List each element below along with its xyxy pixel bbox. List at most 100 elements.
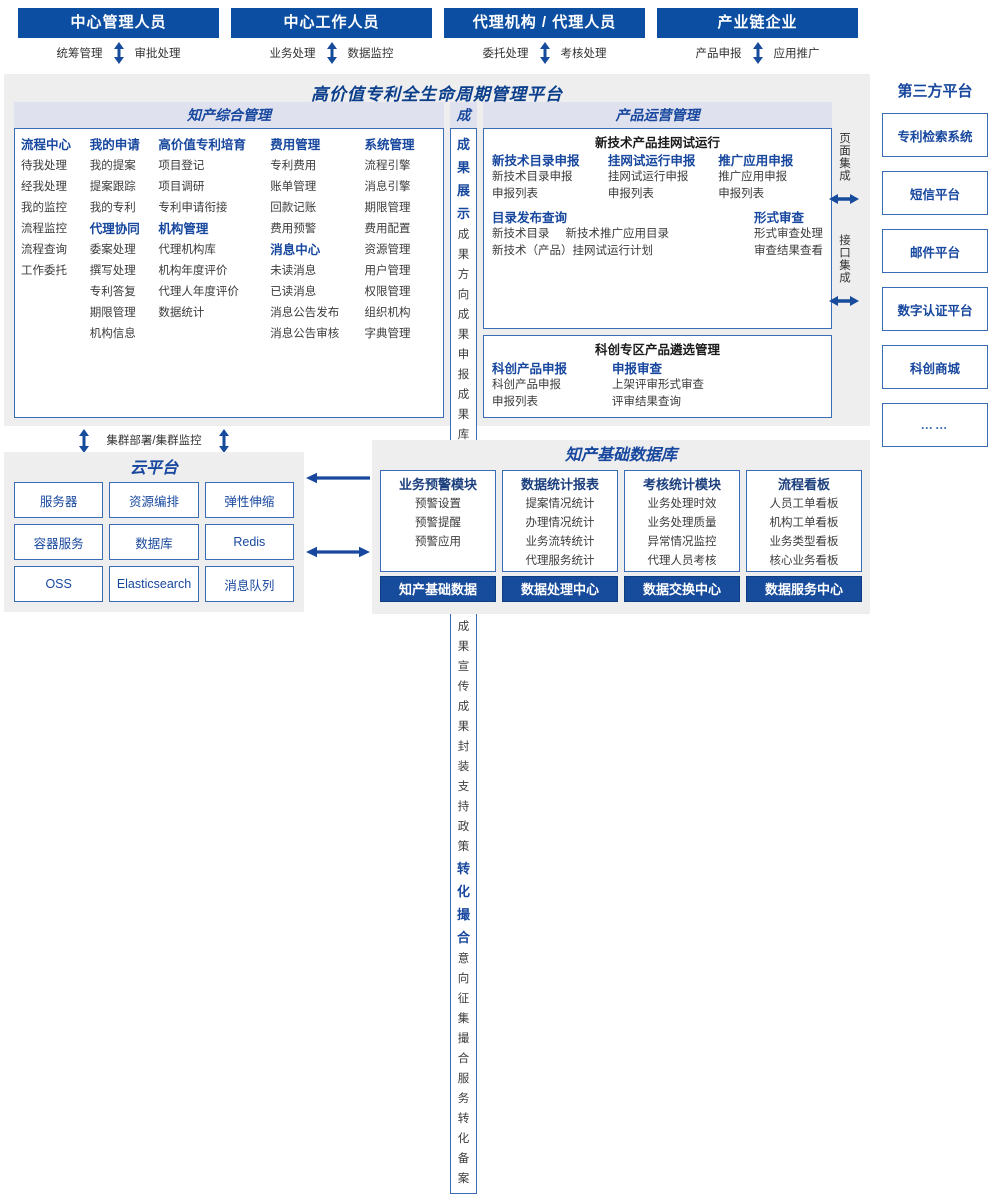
menu-item[interactable]: 申报列表: [718, 188, 765, 200]
group-header[interactable]: 机构管理: [158, 222, 209, 236]
menu-item[interactable]: 已读消息: [270, 286, 317, 298]
db-item[interactable]: 办理情况统计: [525, 517, 595, 529]
menu-item[interactable]: 流程引擎: [364, 160, 411, 172]
cloud-cell-message-queue[interactable]: 消息队列: [204, 566, 294, 602]
third-party-item-more[interactable]: ……: [882, 403, 988, 447]
group-header[interactable]: 系统管理: [364, 138, 415, 152]
menu-item[interactable]: 代理机构库: [158, 244, 216, 256]
db-footer-exchange-center[interactable]: 数据交换中心: [624, 576, 740, 602]
menu-item[interactable]: 成果库: [457, 389, 470, 441]
menu-item[interactable]: 评审结果查询: [612, 396, 682, 408]
group-header[interactable]: 成果展示: [457, 137, 471, 221]
group-header[interactable]: 流程中心: [21, 138, 72, 152]
menu-item[interactable]: 成果申报: [457, 309, 470, 381]
group-header[interactable]: 消息中心: [270, 243, 321, 257]
menu-item[interactable]: 推广应用申报: [718, 171, 788, 183]
menu-item[interactable]: 申报列表: [492, 188, 539, 200]
group-header[interactable]: 目录发布查询: [492, 211, 568, 225]
menu-item[interactable]: 新技术（产品）挂网试运行计划: [492, 245, 654, 257]
group-header[interactable]: 新技术目录申报: [492, 154, 580, 168]
db-item[interactable]: 核心业务看板: [769, 555, 839, 567]
cloud-cell-container-service[interactable]: 容器服务: [14, 524, 104, 560]
group-header[interactable]: 推广应用申报: [718, 154, 794, 168]
db-item[interactable]: 代理人员考核: [647, 555, 717, 567]
group-header[interactable]: 挂网试运行申报: [607, 154, 696, 168]
menu-item[interactable]: 流程监控: [21, 223, 67, 235]
group-header[interactable]: 申报审查: [612, 362, 663, 376]
menu-item[interactable]: 期限管理: [89, 307, 136, 319]
menu-item[interactable]: 成果封装: [457, 701, 470, 773]
db-item[interactable]: 预警应用: [415, 536, 461, 548]
menu-item[interactable]: 我的专利: [89, 202, 136, 214]
menu-item[interactable]: 提案跟踪: [89, 181, 136, 193]
cloud-cell-oss[interactable]: OSS: [14, 566, 104, 602]
menu-item[interactable]: 工作委托: [21, 265, 67, 277]
menu-item[interactable]: 专利费用: [270, 160, 317, 172]
cloud-cell-elasticsearch[interactable]: Elasticsearch: [109, 566, 199, 602]
menu-item[interactable]: 流程查询: [21, 244, 67, 256]
menu-item[interactable]: 新技术目录: [492, 228, 550, 240]
menu-item[interactable]: 形式审查处理: [754, 228, 824, 240]
menu-item[interactable]: 资源管理: [364, 244, 411, 256]
db-item[interactable]: 业务流转统计: [525, 536, 595, 548]
menu-item[interactable]: 新技术目录申报: [492, 171, 573, 183]
menu-item[interactable]: 未读消息: [270, 265, 317, 277]
third-party-item-patent-search[interactable]: 专利检索系统: [882, 113, 988, 157]
db-item[interactable]: 提案情况统计: [525, 498, 595, 510]
group-header[interactable]: 科创产品申报: [492, 362, 568, 376]
cloud-cell-server[interactable]: 服务器: [14, 482, 104, 518]
third-party-item-sms[interactable]: 短信平台: [882, 171, 988, 215]
third-party-item-sci-tech-mall[interactable]: 科创商城: [882, 345, 988, 389]
menu-item[interactable]: 转化备案: [457, 1113, 470, 1185]
menu-item[interactable]: 消息公告审核: [270, 328, 340, 340]
db-item[interactable]: 人员工单看板: [769, 498, 839, 510]
db-item[interactable]: 业务类型看板: [769, 536, 839, 548]
menu-item[interactable]: 支持政策: [457, 781, 470, 853]
third-party-item-email[interactable]: 邮件平台: [882, 229, 988, 273]
menu-item[interactable]: 成果宣传: [457, 621, 470, 693]
menu-item[interactable]: 字典管理: [364, 328, 411, 340]
group-header[interactable]: 高价值专利培育: [158, 138, 246, 152]
menu-item[interactable]: 项目登记: [158, 160, 205, 172]
menu-item[interactable]: 申报列表: [607, 188, 654, 200]
menu-item[interactable]: 撰写处理: [89, 265, 136, 277]
menu-item[interactable]: 待我处理: [21, 160, 67, 172]
db-item[interactable]: 预警设置: [415, 498, 461, 510]
menu-item[interactable]: 意向征集: [457, 953, 470, 1025]
menu-item[interactable]: 期限管理: [364, 202, 411, 214]
menu-item[interactable]: 项目调研: [158, 181, 205, 193]
group-header[interactable]: 形式审查: [754, 211, 805, 225]
menu-item[interactable]: 权限管理: [364, 286, 411, 298]
menu-item[interactable]: 我的提案: [89, 160, 136, 172]
group-header[interactable]: 代理协同: [89, 222, 140, 236]
menu-item[interactable]: 机构信息: [89, 328, 136, 340]
menu-item[interactable]: 经我处理: [21, 181, 67, 193]
db-item[interactable]: 异常情况监控: [647, 536, 717, 548]
cloud-cell-resource-orchestration[interactable]: 资源编排: [109, 482, 199, 518]
menu-item[interactable]: 上架评审形式审查: [612, 379, 705, 391]
menu-item[interactable]: 成果方向: [457, 229, 470, 301]
menu-item[interactable]: 费用预警: [270, 223, 317, 235]
group-header[interactable]: 费用管理: [270, 138, 321, 152]
menu-item[interactable]: 委案处理: [89, 244, 136, 256]
menu-item[interactable]: 申报列表: [492, 396, 539, 408]
db-item[interactable]: 预警提醒: [415, 517, 461, 529]
group-header[interactable]: 我的申请: [89, 138, 140, 152]
third-party-item-digital-cert[interactable]: 数字认证平台: [882, 287, 988, 331]
cloud-cell-database[interactable]: 数据库: [109, 524, 199, 560]
menu-item[interactable]: 消息公告发布: [270, 307, 340, 319]
menu-item[interactable]: 挂网试运行申报: [607, 171, 689, 183]
role-title-center-staff[interactable]: 中心工作人员: [231, 8, 432, 38]
role-title-industry-enterprise[interactable]: 产业链企业: [657, 8, 858, 38]
db-footer-processing-center[interactable]: 数据处理中心: [502, 576, 618, 602]
group-header[interactable]: 转化撮合: [457, 861, 471, 945]
menu-item[interactable]: 费用配置: [364, 223, 411, 235]
db-item[interactable]: 机构工单看板: [769, 517, 839, 529]
db-footer-service-center[interactable]: 数据服务中心: [746, 576, 862, 602]
role-title-agency[interactable]: 代理机构 / 代理人员: [444, 8, 645, 38]
menu-item[interactable]: 我的监控: [21, 202, 67, 214]
db-footer-basic-data[interactable]: 知产基础数据: [380, 576, 496, 602]
menu-item[interactable]: 科创产品申报: [492, 379, 562, 391]
menu-item[interactable]: 撮合服务: [457, 1033, 470, 1105]
menu-item[interactable]: 用户管理: [364, 265, 411, 277]
